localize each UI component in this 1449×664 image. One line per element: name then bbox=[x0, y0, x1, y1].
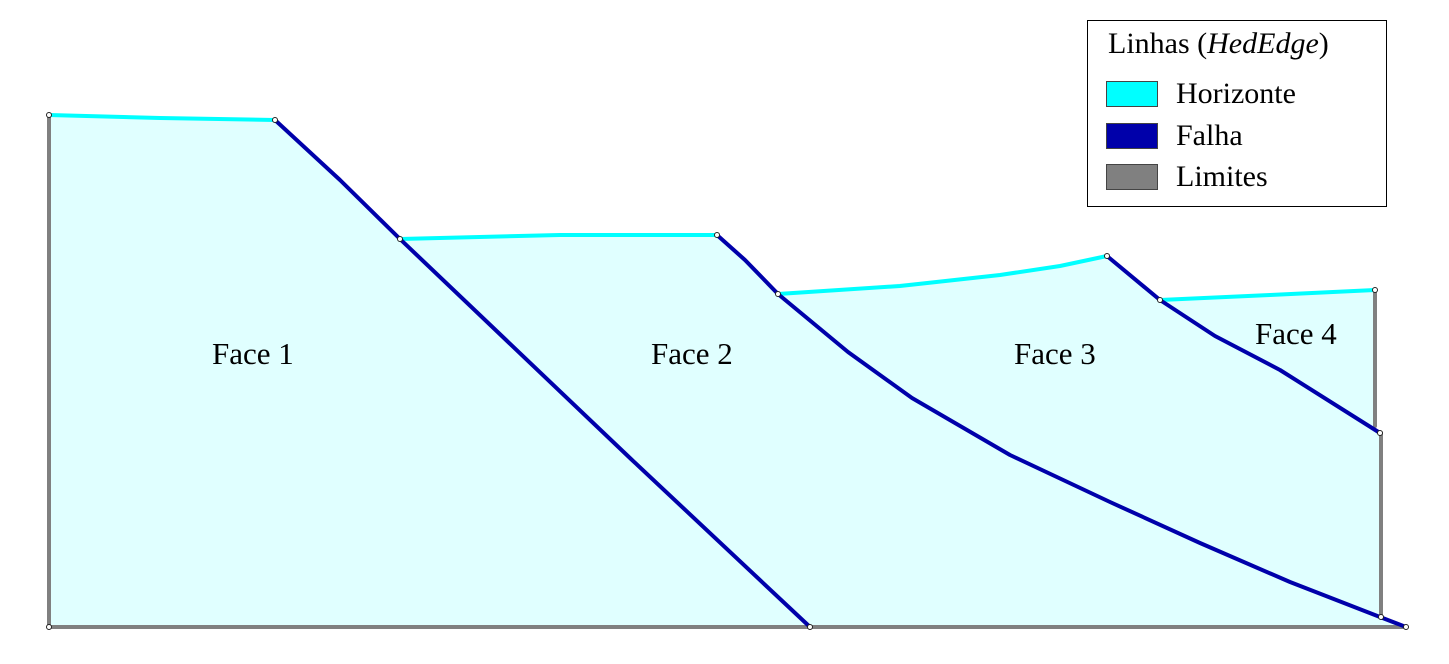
legend-title-prefix: Linhas ( bbox=[1108, 27, 1208, 60]
vertex bbox=[397, 236, 403, 242]
horizon-2 bbox=[398, 233, 719, 241]
horizon-3 bbox=[776, 254, 1109, 296]
legend-item-horizonte: Horizonte bbox=[1106, 77, 1296, 110]
face-2-region bbox=[400, 235, 1406, 627]
legend-swatch-falha bbox=[1106, 123, 1158, 149]
face-2-label: Face 2 bbox=[651, 336, 733, 371]
legend-swatch-limites bbox=[1106, 164, 1158, 190]
face-1-label: Face 1 bbox=[212, 336, 294, 371]
legend-label-falha: Falha bbox=[1176, 119, 1243, 152]
face-4-label: Face 4 bbox=[1255, 316, 1337, 351]
vertex bbox=[1104, 253, 1110, 259]
horizon-4 bbox=[1158, 288, 1377, 302]
legend-title-italic: HedEdge bbox=[1207, 27, 1319, 60]
face-3-region bbox=[778, 256, 1380, 617]
legend: Linhas (HedEdge) Horizonte Falha Limites bbox=[1087, 20, 1387, 207]
vertex bbox=[272, 117, 278, 123]
fault-4 bbox=[1105, 254, 1162, 302]
vertex bbox=[46, 624, 52, 630]
vertices bbox=[46, 112, 1409, 630]
vertex bbox=[807, 624, 813, 630]
vertex bbox=[1157, 297, 1163, 303]
vertex bbox=[1377, 430, 1383, 436]
vertex bbox=[714, 232, 720, 238]
legend-item-falha: Falha bbox=[1106, 119, 1243, 152]
fault-5 bbox=[1158, 298, 1382, 435]
legend-title-suffix: ) bbox=[1318, 27, 1329, 60]
vertex bbox=[775, 291, 781, 297]
vertex bbox=[1378, 614, 1384, 620]
face-3-label: Face 3 bbox=[1014, 336, 1096, 371]
legend-title: Linhas (HedEdge) bbox=[1108, 27, 1329, 61]
fault-2 bbox=[715, 233, 780, 296]
fault-3 bbox=[776, 292, 1408, 629]
legend-swatch-horizonte bbox=[1106, 81, 1158, 107]
horizon-1 bbox=[47, 113, 277, 122]
vertex bbox=[1372, 287, 1378, 293]
legend-label-limites: Limites bbox=[1176, 160, 1268, 193]
face-1-region bbox=[49, 115, 810, 627]
vertex bbox=[46, 112, 52, 118]
vertex bbox=[1403, 624, 1409, 630]
legend-label-horizonte: Horizonte bbox=[1176, 77, 1296, 110]
legend-item-limites: Limites bbox=[1106, 160, 1268, 193]
